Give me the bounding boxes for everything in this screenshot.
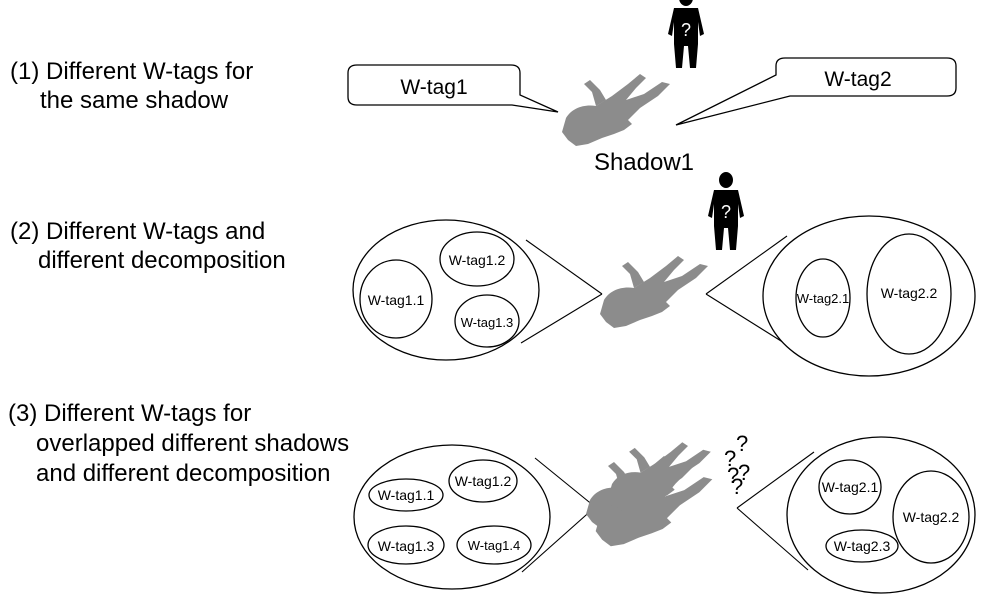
section3-right-tag3: W-tag2.3 xyxy=(834,538,891,554)
section2-left-cone-top xyxy=(525,239,603,295)
section2-left-tag3: W-tag1.3 xyxy=(461,315,514,330)
section1-right-tag: W-tag2 xyxy=(824,68,891,91)
section3-question-mark-4: ? xyxy=(738,460,750,485)
section3-heading-line3: and different decomposition xyxy=(36,460,331,487)
section3-heading-line2: overlapped different shadows xyxy=(36,430,350,457)
section3-question-mark-5: ? xyxy=(731,474,743,499)
section2-left-tag3-ellipse xyxy=(454,294,520,348)
section2-left-tag1-ellipse xyxy=(359,259,433,339)
section3-question-mark-2: ? xyxy=(724,446,736,471)
section3-left-tag3-ellipse xyxy=(367,525,445,565)
section3-overlapped-shadows xyxy=(586,442,713,547)
section3-left-tag2: W-tag1.2 xyxy=(455,473,512,489)
section3-left-tag4-ellipse xyxy=(456,525,532,565)
section1-person-question-mark: ? xyxy=(681,20,691,40)
section2-right-tag2-ellipse xyxy=(866,233,952,355)
section1-heading-line2: the same shadow xyxy=(40,87,229,114)
section2-left-cone-bottom xyxy=(520,293,603,344)
section3-question-mark-1: ? xyxy=(736,431,748,456)
section3-left-tag2-ellipse xyxy=(448,459,518,503)
section3-right-cone-top xyxy=(736,451,815,509)
section3-left-cone-bottom xyxy=(521,507,595,573)
section1-right-callout xyxy=(675,57,957,126)
section2-right-tag1-ellipse xyxy=(795,258,851,338)
section3-heading-line1: (3) Different W-tags for xyxy=(8,400,252,427)
section3-left-tag4: W-tag1.4 xyxy=(468,538,521,553)
section1-left-tag: W-tag1 xyxy=(400,76,467,99)
section1-left-callout xyxy=(347,64,559,113)
section3-left-cone-top xyxy=(534,457,595,507)
section3-question-mark-3: ? xyxy=(727,463,739,488)
section2-left-tag2-ellipse xyxy=(439,231,515,287)
section2-right-tag2: W-tag2.2 xyxy=(881,285,938,301)
section2-heading-line2: different decomposition xyxy=(38,247,286,274)
section3-right-tag2: W-tag2.2 xyxy=(903,509,960,525)
section1-shadow-label: Shadow1 xyxy=(594,149,694,176)
section2-shadow xyxy=(600,256,708,328)
section2-left-tag1: W-tag1.1 xyxy=(368,292,425,308)
section3-right-tag1-ellipse xyxy=(818,459,882,515)
section1-shadow xyxy=(562,74,670,146)
section2-heading-line1: (2) Different W-tags and xyxy=(10,218,266,245)
section3-right-tag2-ellipse xyxy=(892,470,970,564)
section3-right-tag1: W-tag2.1 xyxy=(822,479,879,495)
section3-left-tag1-ellipse xyxy=(368,478,444,512)
section3-left-ellipse xyxy=(353,444,551,590)
section3-left-tag1: W-tag1.1 xyxy=(378,487,435,503)
section3-left-tag3: W-tag1.3 xyxy=(378,538,435,554)
section2-right-cone-top xyxy=(705,235,788,295)
section2-left-tag2: W-tag1.2 xyxy=(449,252,506,268)
section3-right-tag3-ellipse xyxy=(825,529,899,563)
section2-person-question-mark: ? xyxy=(721,202,731,222)
section3-right-cone-bottom xyxy=(736,507,809,571)
section1-heading-line1: (1) Different W-tags for xyxy=(10,58,254,85)
section2-right-tag1: W-tag2.1 xyxy=(797,291,850,306)
